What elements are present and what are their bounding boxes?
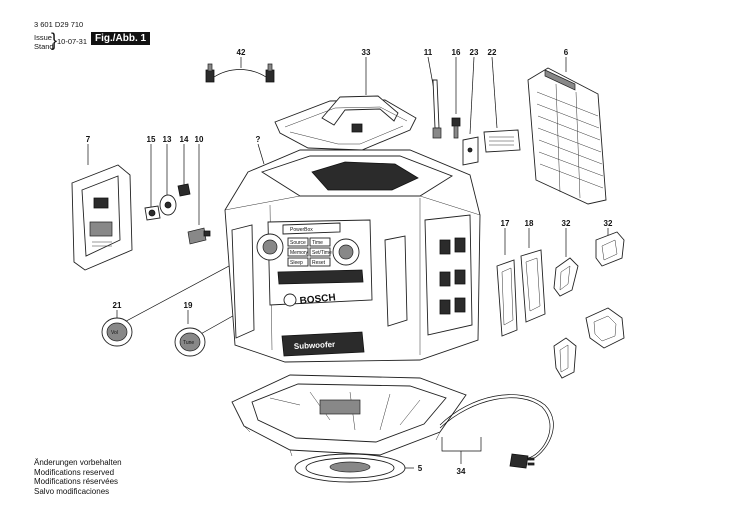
- part-7-side-panel: [71, 164, 133, 271]
- callout-19: 19: [184, 301, 193, 310]
- note-german: Änderungen vorbehalten: [34, 458, 122, 467]
- button-time-label: Time: [312, 240, 323, 246]
- note-spanish: Salvo modificaciones: [34, 486, 110, 496]
- part-32-bumper-4: [553, 337, 577, 379]
- drawing-number: 3 601 D29 710: [34, 20, 84, 29]
- brace-glyph: }: [51, 30, 58, 50]
- callout-11: 11: [424, 48, 433, 57]
- callout-34: 34: [457, 467, 466, 476]
- issue-date: 10-07-31: [57, 37, 88, 46]
- part-34-power-cord: [439, 394, 554, 469]
- issue-label: Issue: [34, 33, 52, 42]
- callout-10: 10: [195, 135, 204, 144]
- button-reset-label: Reset: [312, 260, 326, 266]
- button-memory-label: Memory: [290, 250, 309, 256]
- callout-13: 13: [163, 135, 172, 144]
- callout-14: 14: [180, 135, 189, 144]
- part-17-outlet-cover: [496, 259, 518, 337]
- part-10-potentiometer: [187, 227, 211, 245]
- brand-label: BOSCH: [299, 292, 336, 307]
- callout-42: 42: [237, 48, 246, 57]
- main-housing: PowerBox Source Time Memory Set/Time Sle…: [224, 149, 481, 363]
- part-5-speaker: [294, 453, 406, 483]
- callout-15: 15: [147, 135, 156, 144]
- callout-5: 5: [418, 464, 423, 473]
- part-6-rear-panel: [527, 67, 607, 205]
- powerbox-label: PowerBox: [290, 227, 313, 233]
- callout-16: 16: [452, 48, 461, 57]
- callout-18: 18: [525, 219, 534, 228]
- part-13-knob-mount: [159, 194, 177, 216]
- part-21-volume-knob: Vol: [101, 317, 133, 347]
- callout-32-right: 32: [604, 219, 613, 228]
- callout-23: 23: [470, 48, 479, 57]
- part-32-bumper-1: [595, 231, 625, 267]
- part-32-bumper-3: [585, 307, 625, 349]
- part-42-connector-cable: [205, 63, 275, 83]
- part-32-bumper-2: [553, 257, 579, 297]
- modification-notes: Änderungen vorbehalten Modifications res…: [34, 458, 122, 496]
- callout-17: 17: [501, 219, 510, 228]
- button-settime-label: Set/Time: [312, 250, 332, 256]
- part-18-outlet-cover: [520, 249, 546, 323]
- callout-7: 7: [86, 135, 91, 144]
- part-22-jack-cover: [483, 129, 521, 153]
- note-french: Modifications réservées: [34, 477, 119, 486]
- part-14-nut: [177, 183, 191, 197]
- callout-32-left: 32: [562, 219, 571, 228]
- subwoofer-label: Subwoofer: [294, 340, 336, 351]
- part-19-tune-knob: Tune: [174, 327, 206, 357]
- callout-labels: 42 33 11 16 23 22 6 7 15 13 14 10 ? 17 1…: [86, 48, 613, 476]
- note-english: Modifications reserved: [34, 467, 115, 477]
- bottom-base: [231, 374, 467, 460]
- part-16-screw: [451, 117, 461, 139]
- part-23-clip: [462, 136, 479, 166]
- part-11-antenna: [432, 79, 442, 139]
- figure-label: Fig./Abb. 1: [91, 32, 151, 45]
- callout-22: 22: [488, 48, 497, 57]
- callout-33: 33: [362, 48, 371, 57]
- stand-label: Stand: [34, 42, 54, 51]
- knob-tune-label: Tune: [183, 340, 194, 346]
- knob-vol-label: Vol: [111, 330, 118, 336]
- callout-6: 6: [564, 48, 569, 57]
- callout-21: 21: [113, 301, 122, 310]
- part-15-bracket: [144, 205, 161, 221]
- button-sleep-label: Sleep: [290, 260, 303, 266]
- callout-unknown: ?: [256, 135, 261, 144]
- part-33-top-handle: [274, 95, 417, 151]
- button-source-label: Source: [290, 240, 306, 246]
